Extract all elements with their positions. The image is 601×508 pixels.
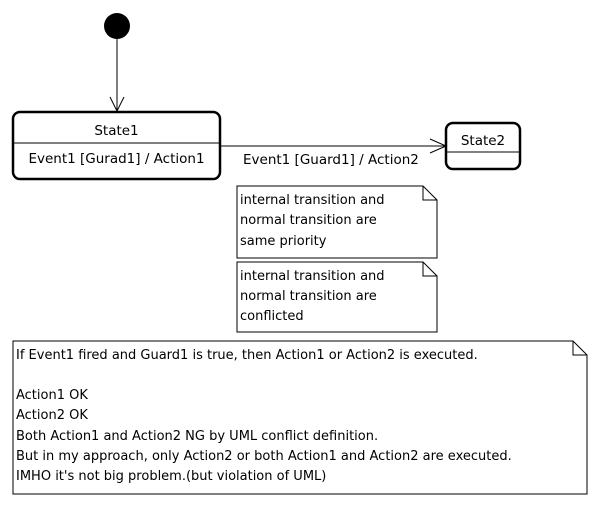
state1-node[interactable]: State1 Event1 [Gurad1] / Action1 <box>11 110 222 181</box>
note-explanation-line-6: But in my approach, only Action2 or both… <box>16 449 512 464</box>
note-conflict-line-3: conflicted <box>240 309 304 324</box>
note-explanation-line-7: IMHO it's not big problem.(but violation… <box>16 469 326 484</box>
note-conflict: internal transition and normal transitio… <box>236 261 438 333</box>
note-priority: internal transition and normal transitio… <box>236 185 438 259</box>
note-priority-line-2: normal transition are <box>240 213 377 228</box>
note-explanation-line-4: Action2 OK <box>16 408 88 423</box>
initial-transition-arrow <box>109 39 125 113</box>
note-explanation: If Event1 fired and Guard1 is true, then… <box>12 340 588 495</box>
note-priority-line-3: same priority <box>240 234 327 249</box>
state2-node[interactable]: State2 <box>444 121 522 171</box>
note-conflict-line-1: internal transition and <box>240 269 385 284</box>
state1-name: State1 <box>94 123 138 139</box>
transition-label: Event1 [Guard1] / Action2 <box>243 152 419 168</box>
note-explanation-line-1: If Event1 fired and Guard1 is true, then… <box>16 348 478 363</box>
state1-internal-transition: Event1 [Gurad1] / Action1 <box>28 151 204 167</box>
note-conflict-line-2: normal transition are <box>240 289 377 304</box>
note-explanation-line-3: Action1 OK <box>16 388 88 403</box>
state2-name: State2 <box>461 133 505 149</box>
note-priority-line-1: internal transition and <box>240 193 385 208</box>
transition-arrow <box>220 138 448 154</box>
initial-state-node <box>104 13 130 39</box>
note-explanation-line-5: Both Action1 and Action2 NG by UML confl… <box>16 429 378 444</box>
